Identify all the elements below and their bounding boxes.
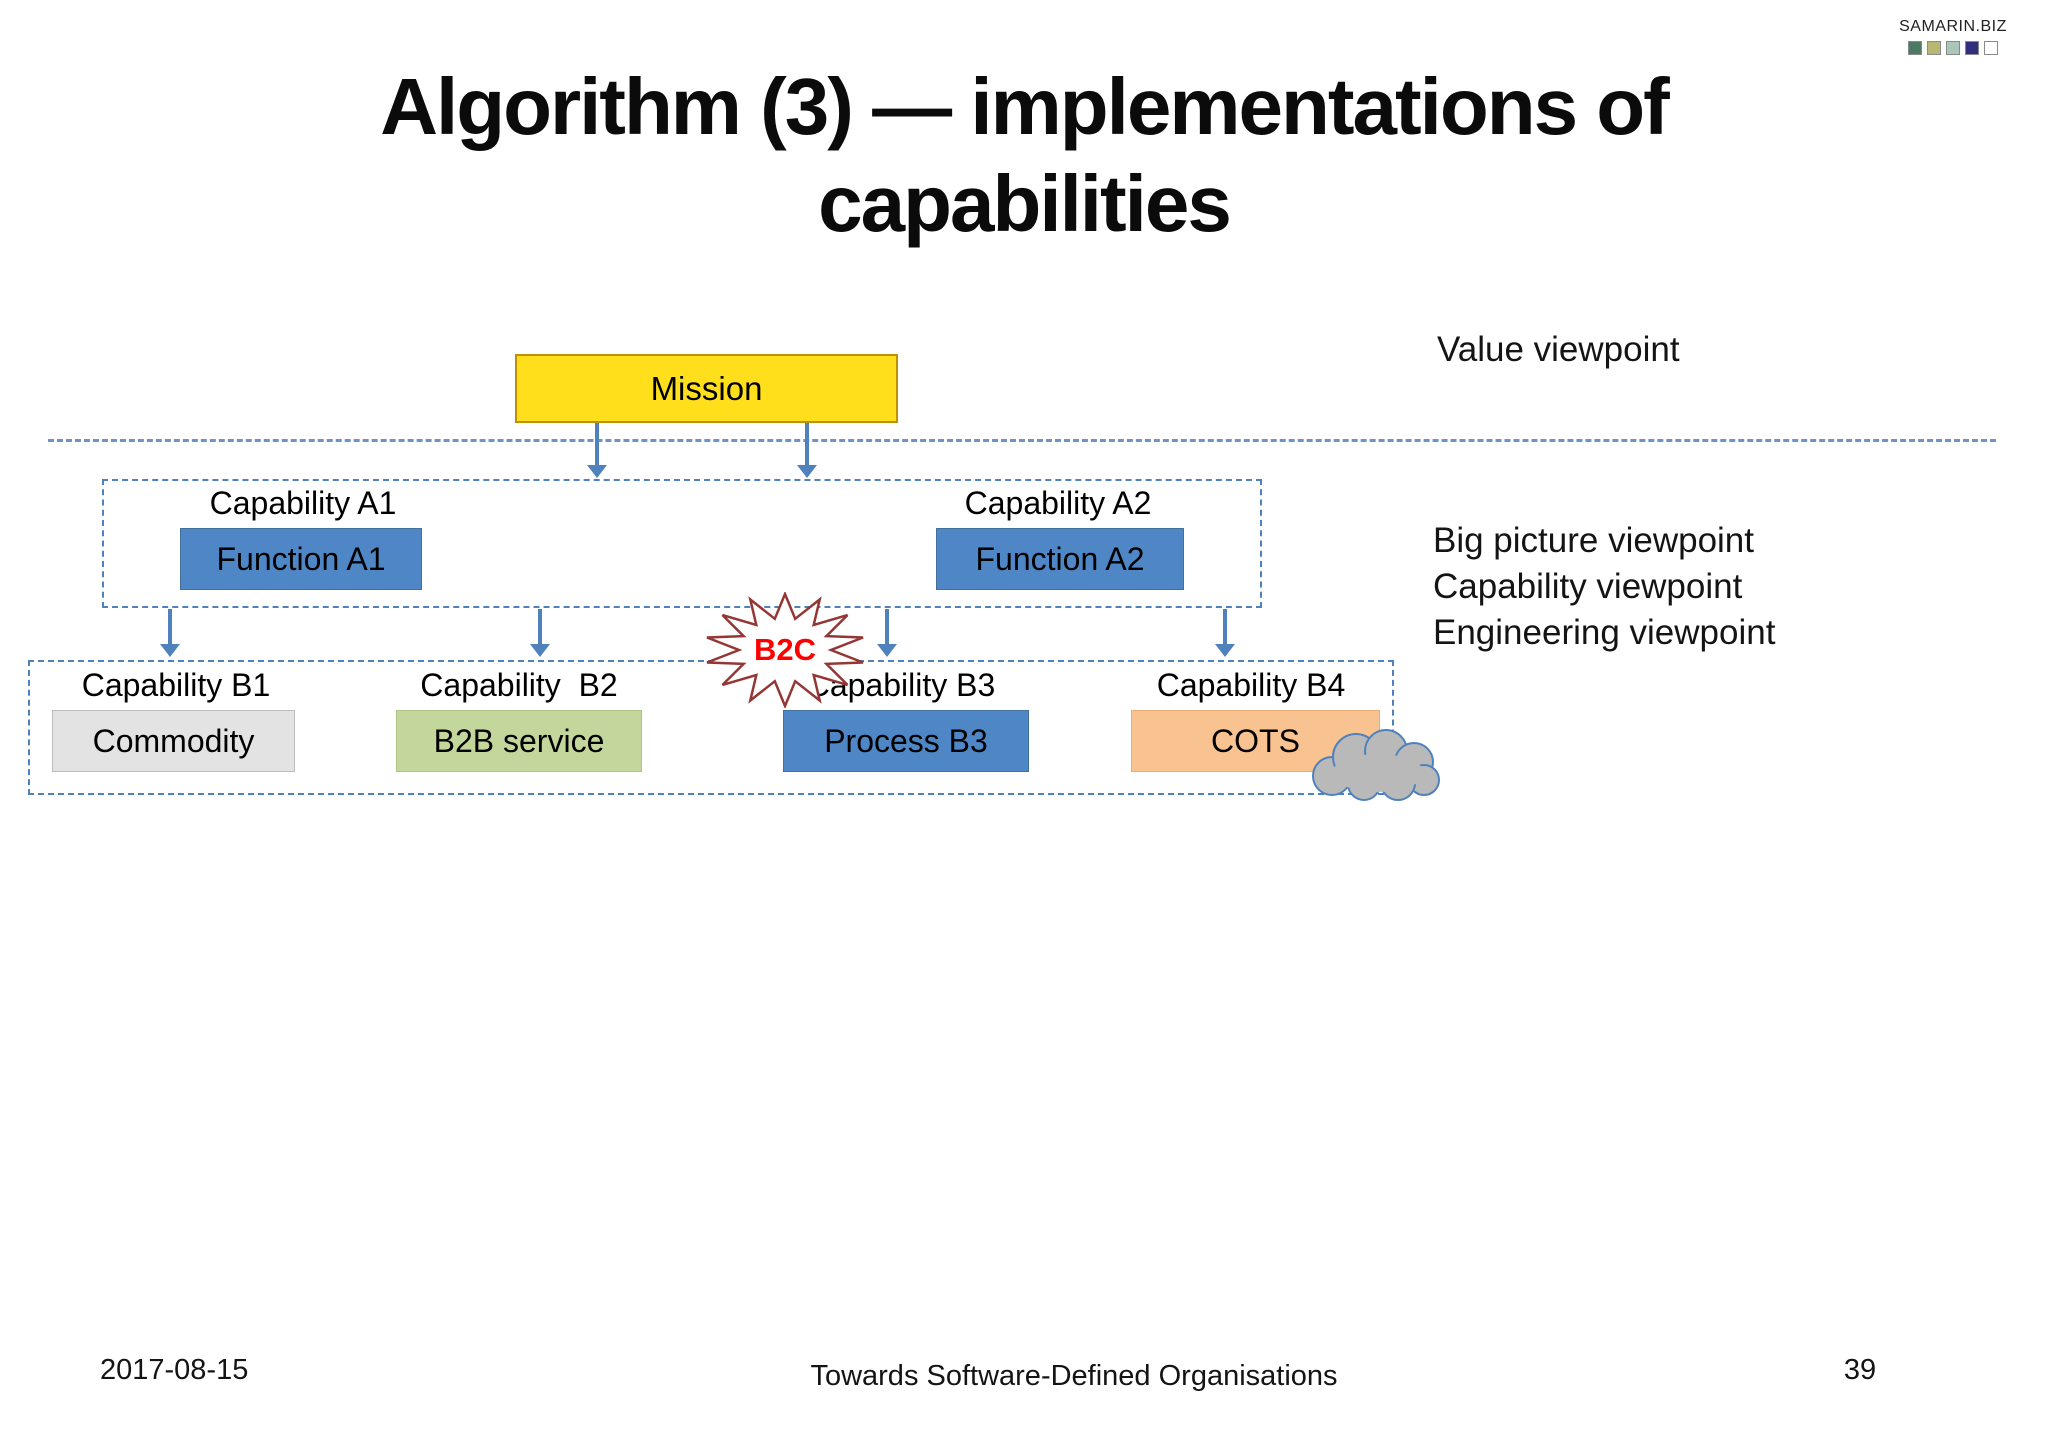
function-a2-box: Function A2: [936, 528, 1184, 590]
logo-square-icon: [1965, 41, 1979, 55]
cloud-icon: [1300, 726, 1450, 802]
arrow-head-icon: [587, 465, 607, 478]
viewpoint-list: Big picture viewpoint Capability viewpoi…: [1433, 518, 1775, 656]
footer-deck-title: Towards Software-Defined Organisations: [810, 1360, 1338, 1392]
slide-title-line1: Algorithm (3) — implementations of: [380, 62, 1670, 151]
function-a2-label: Function A2: [975, 540, 1145, 577]
arrow-shaft: [885, 609, 889, 644]
arrow-shaft: [168, 609, 172, 644]
b2b-service-label: B2B service: [433, 722, 605, 759]
arrow-shaft: [1223, 609, 1227, 644]
viewpoint-item: Engineering viewpoint: [1433, 613, 1776, 652]
capability-a2-label: Capability A2: [964, 485, 1152, 521]
process-b3-box: Process B3: [783, 710, 1029, 772]
footer-date: 2017-08-15: [100, 1354, 249, 1386]
cots-label: COTS: [1211, 722, 1300, 759]
viewpoint-item: Capability viewpoint: [1433, 567, 1743, 606]
arrow-shaft: [595, 423, 599, 465]
viewpoint-item: Big picture viewpoint: [1433, 521, 1754, 560]
arrow-head-icon: [877, 644, 897, 657]
logo-square-icon: [1908, 41, 1922, 55]
arrow-head-icon: [797, 465, 817, 478]
logo-square-icon: [1984, 41, 1998, 55]
starburst-icon: [706, 592, 864, 708]
b2c-label: B2C: [753, 632, 816, 667]
b2b-service-box: B2B service: [396, 710, 642, 772]
logo-text: SAMARIN.BIZ: [1899, 18, 2007, 35]
arrow-shaft: [538, 609, 542, 644]
arrow-head-icon: [160, 644, 180, 657]
commodity-label: Commodity: [92, 722, 255, 759]
process-b3-label: Process B3: [824, 722, 988, 759]
slide-title: Algorithm (3) — implementations of capab…: [0, 58, 2048, 252]
mission-label: Mission: [650, 369, 763, 407]
commodity-box: Commodity: [52, 710, 295, 772]
logo: SAMARIN.BIZ: [1893, 18, 2013, 55]
b2c-starburst: B2C: [703, 592, 867, 708]
arrow-head-icon: [530, 644, 550, 657]
capability-b1-label: Capability B1: [81, 667, 271, 703]
footer-page-number: 39: [1843, 1354, 1877, 1386]
slide-title-line2: capabilities: [818, 159, 1232, 248]
capability-b2-label: Capability B2: [420, 667, 618, 703]
logo-squares: [1893, 41, 2013, 55]
viewpoint-separator-line: [48, 439, 1996, 442]
function-a1-label: Function A1: [216, 540, 386, 577]
capability-b4-label: Capability B4: [1156, 667, 1346, 703]
arrow-head-icon: [1215, 644, 1235, 657]
logo-square-icon: [1927, 41, 1941, 55]
arrow-shaft: [805, 423, 809, 465]
function-a1-box: Function A1: [180, 528, 422, 590]
value-viewpoint-label: Value viewpoint: [1437, 330, 1680, 369]
capability-a1-label: Capability A1: [209, 485, 397, 521]
mission-box: Mission: [515, 354, 898, 423]
capability-row-a-container: [102, 479, 1262, 608]
logo-square-icon: [1946, 41, 1960, 55]
